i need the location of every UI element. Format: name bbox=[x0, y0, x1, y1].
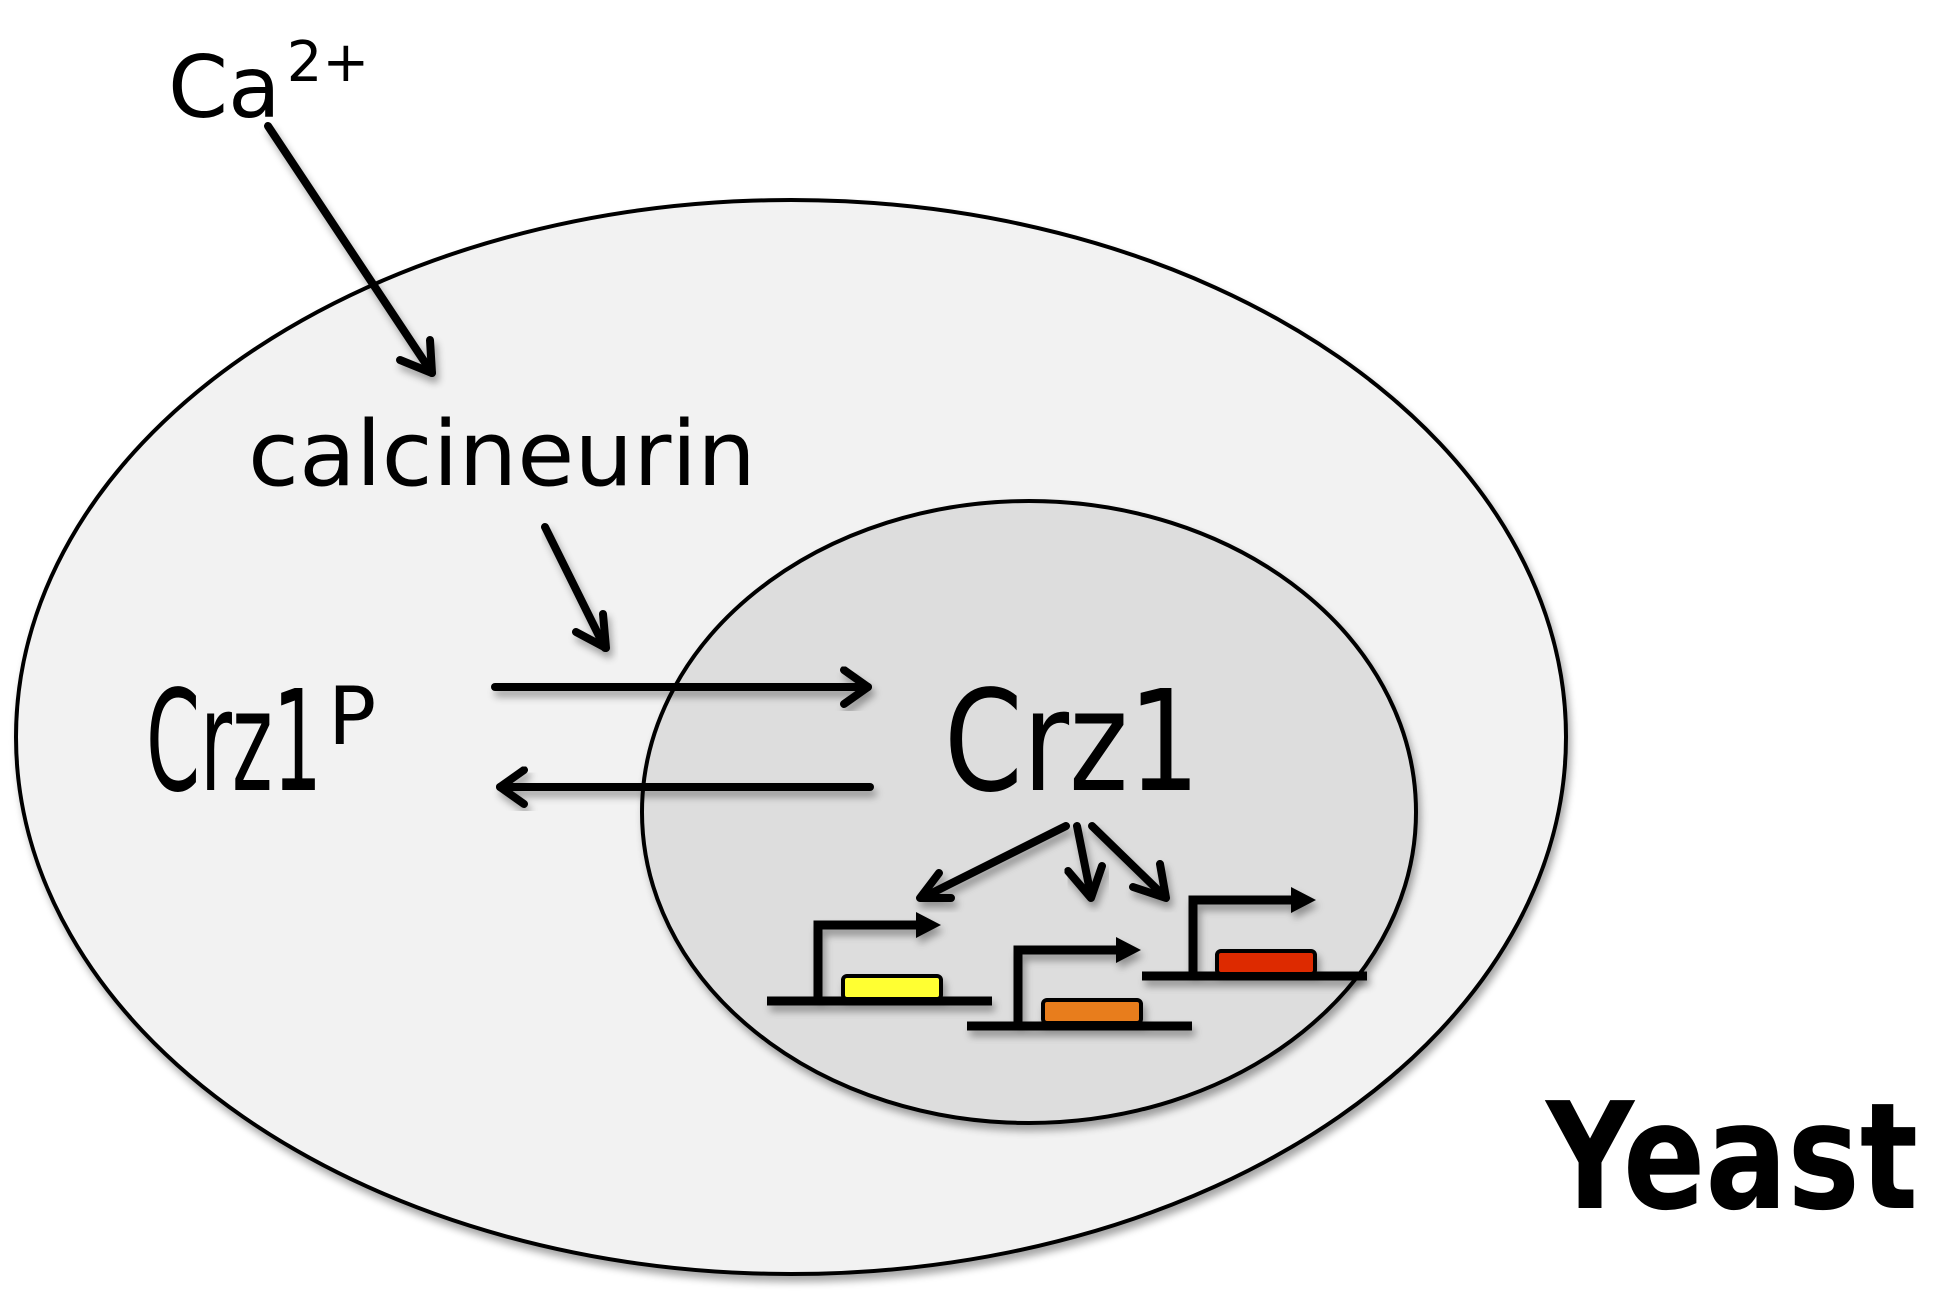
crz1p-name: Crz1 bbox=[146, 661, 322, 824]
gene-3-promoter-arrowhead bbox=[1291, 887, 1316, 913]
gene-2-coding-box bbox=[1041, 998, 1143, 1025]
calcium-symbol: Ca bbox=[168, 38, 281, 138]
nuclear-export-arrow bbox=[496, 766, 874, 808]
gene-2-promoter-arrow bbox=[1013, 945, 1124, 1026]
gene-3-promoter-arrow bbox=[1188, 895, 1299, 976]
calcineurin-label: calcineurin bbox=[248, 402, 756, 507]
crz1-label: Crz1 bbox=[944, 661, 1200, 824]
calcium-charge: 2+ bbox=[287, 30, 370, 95]
crz1-to-gene-3-arrow bbox=[1088, 822, 1170, 902]
organism-title: Yeast bbox=[1544, 1071, 1918, 1243]
gene-1-promoter-arrow bbox=[813, 920, 924, 1001]
calcium-to-calcineurin-arrow bbox=[264, 122, 436, 377]
crz1-to-gene-2-arrow bbox=[1064, 822, 1106, 902]
phosphate-mark: P bbox=[328, 670, 376, 763]
gene-2 bbox=[967, 937, 1192, 1031]
gene-1-coding-box bbox=[841, 974, 943, 1001]
gene-3-coding-box bbox=[1215, 949, 1317, 976]
crz1-to-gene-1-arrow bbox=[916, 822, 1070, 902]
gene-3 bbox=[1142, 887, 1367, 981]
crz1-phosphorylated-label: Crz1P bbox=[146, 661, 376, 824]
gene-2-promoter-arrowhead bbox=[1116, 937, 1141, 963]
gene-1 bbox=[767, 912, 992, 1006]
nuclear-import-arrow bbox=[491, 666, 872, 708]
calcineurin-arrow bbox=[541, 523, 610, 652]
gene-1-promoter-arrowhead bbox=[916, 912, 941, 938]
